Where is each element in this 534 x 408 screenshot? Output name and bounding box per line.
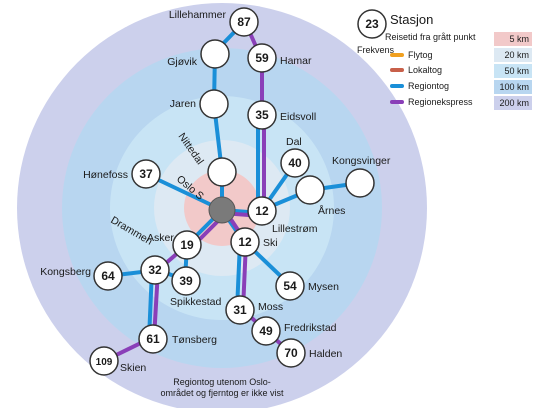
station-arnes[interactable]: Årnes xyxy=(295,175,345,217)
station-honefoss[interactable]: 37 Hønefoss xyxy=(83,159,161,189)
legend-line-label: Lokaltog xyxy=(408,65,442,75)
station-name: Hønefoss xyxy=(83,169,128,181)
legend-line-regionekspress: Regionekspress xyxy=(390,97,473,107)
station-time: 109 xyxy=(96,357,113,368)
station-name: Kongsberg xyxy=(40,266,91,278)
footnote: Regiontog utenom Oslo- området og fjernt… xyxy=(160,377,284,398)
station-name: Lillehammer xyxy=(169,9,227,21)
station-name: Mysen xyxy=(308,281,339,293)
legend-station-sample: 23 Stasjon Reisetid fra grått punkt Frek… xyxy=(357,9,476,55)
station-time: 54 xyxy=(283,279,297,293)
legend-line-label: Regionekspress xyxy=(408,97,473,107)
legend-zone-50km xyxy=(494,64,532,78)
legend-zones: 5 km 20 km 50 km 100 km 200 km xyxy=(494,32,532,110)
station-name: Halden xyxy=(309,348,342,360)
legend-zone-20km xyxy=(494,48,532,62)
station-name: Eidsvoll xyxy=(280,111,316,123)
legend-station-label: Stasjon xyxy=(390,12,433,27)
station-time: 87 xyxy=(237,15,251,29)
station-name: Jaren xyxy=(170,98,196,110)
station-tonsberg[interactable]: 61 Tønsberg xyxy=(138,324,217,354)
station-name: Hamar xyxy=(280,55,312,67)
legend-zone-label: 20 km xyxy=(504,50,529,60)
station-gjovik[interactable]: Gjøvik xyxy=(167,39,230,69)
station-time: 12 xyxy=(255,204,269,218)
legend-zone-label: 50 km xyxy=(504,66,529,76)
station-time: 49 xyxy=(259,324,273,338)
station-jaren[interactable]: Jaren xyxy=(170,89,229,119)
legend-line-flytog: Flytog xyxy=(390,50,433,60)
legend-line-lokaltog: Lokaltog xyxy=(390,65,442,75)
station-name: Ski xyxy=(263,237,278,249)
station-name: Kongsvinger xyxy=(332,155,391,167)
station-time: 32 xyxy=(148,263,162,277)
station-name: Gjøvik xyxy=(167,56,197,68)
station-time: 12 xyxy=(238,235,252,249)
station-spikkestad[interactable]: 39 Spikkestad xyxy=(170,266,222,308)
station-time: 40 xyxy=(288,156,302,170)
station-time: 19 xyxy=(180,238,194,252)
station-name: Årnes xyxy=(318,204,345,217)
station-name: Fredrikstad xyxy=(284,322,337,334)
station-kongsvinger[interactable]: Kongsvinger xyxy=(332,155,391,198)
station-skien[interactable]: 109 Skien xyxy=(89,346,146,376)
station-name: Asker xyxy=(147,232,174,244)
legend-zone-200km xyxy=(494,96,532,110)
station-name: Tønsberg xyxy=(172,334,217,346)
footnote-line-1: Regiontog utenom Oslo- xyxy=(173,377,271,387)
station-mysen[interactable]: 54 Mysen xyxy=(275,271,339,301)
station-fredrikstad[interactable]: 49 Fredrikstad xyxy=(251,316,337,346)
legend-line-label: Flytog xyxy=(408,50,433,60)
station-time: 64 xyxy=(101,269,115,283)
station-name: Skien xyxy=(120,362,146,374)
legend-frequency-label: Frekvens xyxy=(357,45,395,55)
station-asker[interactable]: 19 Asker xyxy=(147,230,202,260)
legend-line-regiontog: Regiontog xyxy=(390,81,449,91)
legend-zone-label: 200 km xyxy=(499,98,529,108)
station-kongsberg[interactable]: 64 Kongsberg xyxy=(40,261,123,291)
footnote-line-2: området og fjerntog er ikke vist xyxy=(160,388,284,398)
legend-zone-5km xyxy=(494,32,532,46)
station-hamar[interactable]: 59 Hamar xyxy=(247,43,312,73)
legend: 23 Stasjon Reisetid fra grått punkt Frek… xyxy=(357,9,532,110)
station-time: 35 xyxy=(255,108,269,122)
station-dal[interactable]: 40 Dal xyxy=(280,136,310,178)
station-time: 61 xyxy=(146,332,160,346)
station-lillestrom[interactable]: 12 Lillestrøm xyxy=(247,196,318,235)
oslo-s-hub xyxy=(208,196,236,224)
station-time: 59 xyxy=(255,51,269,65)
station-time: 39 xyxy=(179,274,193,288)
station-time: 37 xyxy=(139,167,153,181)
station-name: Dal xyxy=(286,136,302,148)
station-moss[interactable]: 31 Moss xyxy=(225,295,283,325)
station-halden[interactable]: 70 Halden xyxy=(276,338,342,368)
station-name: Moss xyxy=(258,301,283,313)
legend-line-label: Regiontog xyxy=(408,81,449,91)
legend-zone-label: 5 km xyxy=(509,34,529,44)
legend-zone-label: 100 km xyxy=(499,82,529,92)
station-time: 70 xyxy=(284,346,298,360)
station-name: Spikkestad xyxy=(170,296,222,308)
legend-travel-label: Reisetid fra grått punkt xyxy=(385,32,476,42)
station-eidsvoll[interactable]: 35 Eidsvoll xyxy=(247,100,316,130)
station-name: Lillestrøm xyxy=(272,223,318,235)
station-time: 31 xyxy=(233,303,247,317)
station-lillehammer[interactable]: 87 Lillehammer xyxy=(169,7,259,37)
legend-zone-100km xyxy=(494,80,532,94)
legend-sample-time: 23 xyxy=(365,17,379,31)
station-ski[interactable]: 12 Ski xyxy=(230,227,278,257)
